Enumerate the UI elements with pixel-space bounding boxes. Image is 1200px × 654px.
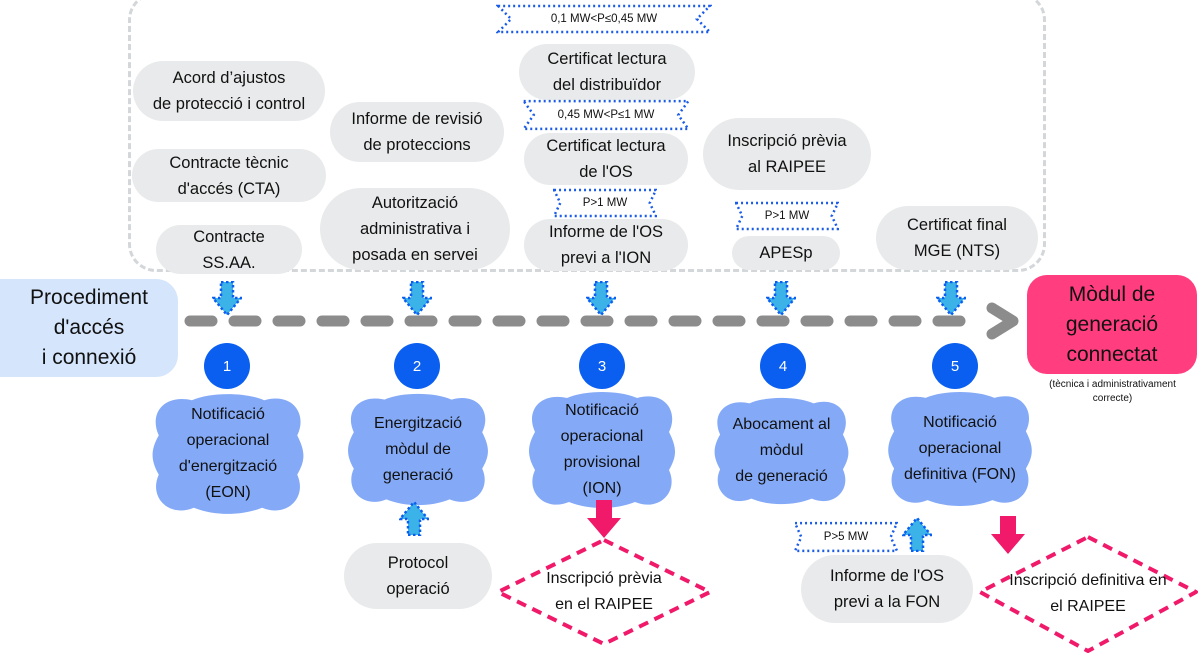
step-cloud-ion: Notificació operacional provisional (ION… xyxy=(527,390,677,510)
req-certificat-os: Certificat lectura de l'OS xyxy=(524,133,688,185)
up-arrow-icon xyxy=(399,500,429,536)
step-number-2: 2 xyxy=(394,343,440,389)
end-modul-connectat: Mòdul de generació connectat xyxy=(1027,275,1197,374)
step-number-1: 1 xyxy=(204,343,250,389)
req-autoritzacio: Autorització administrativa i posada en … xyxy=(320,188,510,270)
end-note: (tècnica i administrativament correcte) xyxy=(1049,379,1176,404)
step-cloud-energitzacio: Energització mòdul de generació xyxy=(343,392,493,507)
power-tag-0-45-1: 0,45 MW<P≤1 MW xyxy=(522,99,690,131)
step-cloud-abocament: Abocament al mòdul de generació xyxy=(704,396,859,506)
power-tag-p-gt-1-ion: P>1 MW xyxy=(553,188,657,218)
req-certificat-distribuidor: Certificat lectura del distribuïdor xyxy=(519,44,695,100)
step-number-3: 3 xyxy=(579,343,625,389)
output-inscripcio-previa-raipee: Inscripció prèvia en el RAIPEE xyxy=(495,537,713,647)
req-contracte-cta: Contracte tècnic d'accés (CTA) xyxy=(132,149,326,202)
step-number-5: 5 xyxy=(932,343,978,389)
input-informe-os-fon: Informe de l'OS previ a la FON xyxy=(801,555,973,623)
req-apesp: APESp xyxy=(732,236,840,270)
step-cloud-eon: Notificació operacional d'energització (… xyxy=(149,392,307,516)
power-tag-0-1-0-45: 0,1 MW<P≤0,45 MW xyxy=(496,4,712,34)
power-tag-p-gt-5: P>5 MW xyxy=(794,521,898,553)
up-arrow-icon xyxy=(902,516,932,552)
timeline-arrow xyxy=(180,302,1025,340)
diamond-outline-icon xyxy=(496,538,712,646)
output-inscripcio-definitiva-raipee: Inscripció definitiva en el RAIPEE xyxy=(977,534,1199,654)
input-protocol-operacio: Protocol operació xyxy=(344,543,492,609)
power-tag-p-gt-1-apesp: P>1 MW xyxy=(735,201,839,231)
req-certificat-final-mge: Certificat final MGE (NTS) xyxy=(876,206,1038,270)
req-acord-ajustos: Acord d’ajustos de protecció i control xyxy=(133,61,325,121)
step-cloud-fon: Notificació operacional definitiva (FON) xyxy=(885,390,1035,508)
req-informe-revisio: Informe de revisió de proteccions xyxy=(330,102,504,162)
req-contracte-ssaa: Contracte SS.AA. xyxy=(156,225,302,274)
output-arrow-icon xyxy=(586,500,622,540)
req-informe-os-ion: Informe de l'OS previ a l'ION xyxy=(524,219,688,271)
step-number-4: 4 xyxy=(760,343,806,389)
start-procediment-acces: Procediment d'accés i connexió xyxy=(0,279,178,377)
arrowhead-icon xyxy=(986,302,1019,340)
req-inscripcio-previa-raipee: Inscripció prèvia al RAIPEE xyxy=(703,118,871,190)
